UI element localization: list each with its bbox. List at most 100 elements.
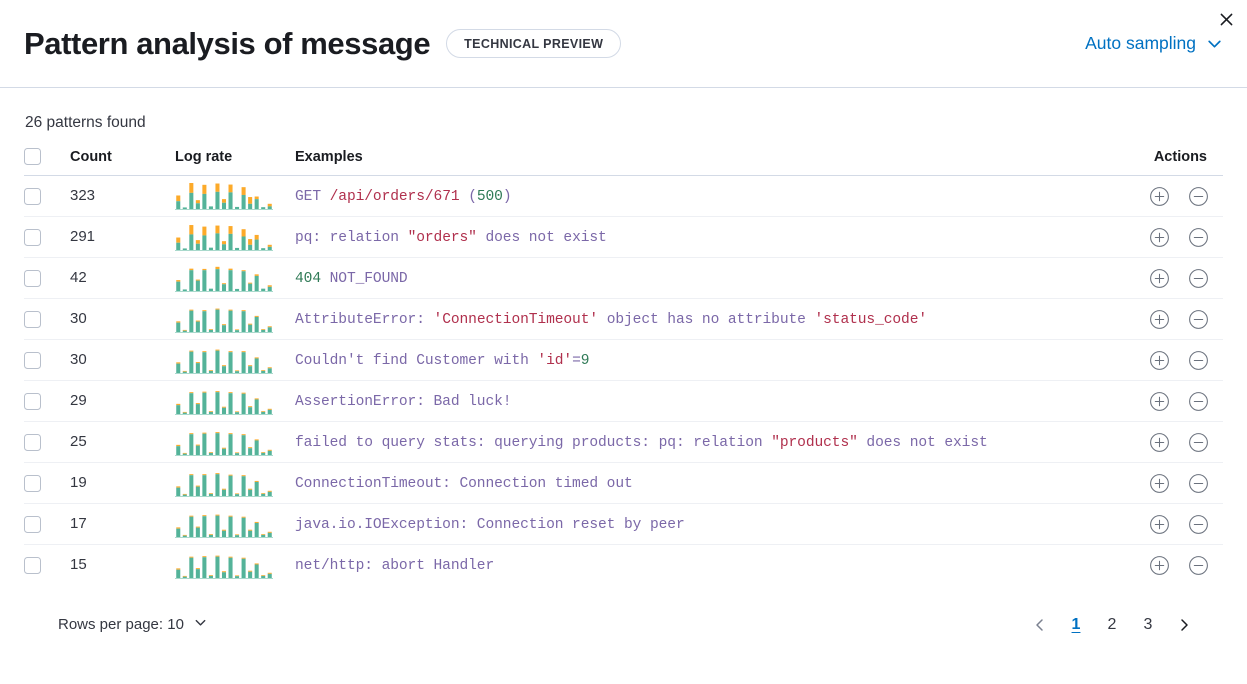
row-actions-cell [1113,176,1223,217]
row-select-cell [24,217,70,258]
select-all-checkbox[interactable] [24,148,41,165]
count-value: 29 [70,392,87,409]
row-actions-cell [1113,217,1223,258]
log-rate-sparkline [175,223,295,251]
row-actions-cell [1113,381,1223,422]
row-log-rate-cell [175,545,295,586]
pagination-page-2[interactable]: 2 [1107,615,1117,633]
row-actions-cell [1113,299,1223,340]
row-checkbox[interactable] [24,310,41,328]
minus-in-circle-icon[interactable] [1188,473,1209,494]
minus-in-circle-icon[interactable] [1188,309,1209,330]
example-token: /api/orders/671 [329,189,460,205]
row-checkbox[interactable] [24,228,41,246]
plus-in-circle-icon[interactable] [1149,309,1170,330]
example-token: failed to query stats: querying products… [295,435,772,451]
log-rate-sparkline [175,510,295,538]
select-all-header [24,148,70,176]
row-actions-cell [1113,340,1223,381]
example-token: java.io.IOException: Connection reset by… [295,517,685,533]
row-example-cell: AssertionError: Bad luck! [295,381,1113,422]
log-rate-sparkline [175,182,295,210]
log-rate-sparkline [175,428,295,456]
plus-in-circle-icon[interactable] [1149,268,1170,289]
row-select-cell [24,299,70,340]
row-select-cell [24,422,70,463]
minus-in-circle-icon[interactable] [1188,227,1209,248]
plus-in-circle-icon[interactable] [1149,555,1170,576]
table-row[interactable]: 29 AssertionError: Bad luck! [24,380,1223,422]
pagination-page-3[interactable]: 3 [1143,615,1153,633]
row-actions-cell [1113,504,1223,545]
example-text: failed to query stats: querying products… [295,435,988,451]
row-select-cell [24,463,70,504]
rows-per-page-selector[interactable]: Rows per page: 10 [48,615,208,634]
chevron-left-icon[interactable] [1025,610,1055,640]
row-example-cell: Couldn't find Customer with 'id'=9 [295,340,1113,381]
table-row[interactable]: 25 failed to query stats: querying produc… [24,421,1223,463]
row-count-cell: 25 [70,422,175,463]
row-actions-cell [1113,258,1223,299]
minus-in-circle-icon[interactable] [1188,555,1209,576]
row-checkbox[interactable] [24,269,41,287]
example-text: ConnectionTimeout: Connection timed out [295,476,633,492]
row-log-rate-cell [175,299,295,340]
example-token: 500 [476,189,503,205]
example-text: AttributeError: 'ConnectionTimeout' obje… [295,312,927,328]
panel-body: 26 patterns found Count Log rate Example… [0,88,1247,640]
pagination-page-1[interactable]: 1 [1071,615,1081,633]
example-token: AssertionError: Bad luck! [295,394,512,410]
minus-in-circle-icon[interactable] [1188,514,1209,535]
row-checkbox[interactable] [24,351,41,369]
row-actions-cell [1113,545,1223,586]
example-token: Couldn't find Customer with [295,353,538,369]
example-text: AssertionError: Bad luck! [295,394,512,410]
row-count-cell: 42 [70,258,175,299]
header-left-group: Pattern analysis of message TECHNICAL PR… [24,28,622,59]
row-example-cell: java.io.IOException: Connection reset by… [295,504,1113,545]
row-example-cell: AttributeError: 'ConnectionTimeout' obje… [295,299,1113,340]
close-icon[interactable] [1211,4,1241,34]
plus-in-circle-icon[interactable] [1149,432,1170,453]
auto-sampling-selector[interactable]: Auto sampling [1085,33,1223,54]
plus-in-circle-icon[interactable] [1149,473,1170,494]
plus-in-circle-icon[interactable] [1149,391,1170,412]
plus-in-circle-icon[interactable] [1149,227,1170,248]
row-checkbox[interactable] [24,474,41,492]
example-token [460,189,469,205]
minus-in-circle-icon[interactable] [1188,432,1209,453]
example-token: does not exist [857,435,988,451]
row-checkbox[interactable] [24,515,41,533]
count-value: 323 [70,187,96,204]
row-example-cell: pq: relation "orders" does not exist [295,217,1113,258]
log-rate-sparkline [175,346,295,374]
row-count-cell: 17 [70,504,175,545]
minus-in-circle-icon[interactable] [1188,350,1209,371]
example-token: "products" [771,435,858,451]
minus-in-circle-icon[interactable] [1188,186,1209,207]
row-checkbox[interactable] [24,433,41,451]
minus-in-circle-icon[interactable] [1188,391,1209,412]
chevron-right-icon[interactable] [1169,610,1199,640]
minus-in-circle-icon[interactable] [1188,268,1209,289]
row-checkbox[interactable] [24,392,41,410]
rows-per-page-label: Rows per page: 10 [58,616,184,633]
column-header-actions: Actions [1153,149,1207,165]
plus-in-circle-icon[interactable] [1149,514,1170,535]
example-token: 9 [580,353,590,369]
example-token: AttributeError: [295,312,434,328]
row-checkbox[interactable] [24,556,41,574]
row-checkbox[interactable] [24,187,41,205]
table-row[interactable]: 17 java.io.IOException: Connection reset … [24,503,1223,545]
plus-in-circle-icon[interactable] [1149,186,1170,207]
plus-in-circle-icon[interactable] [1149,350,1170,371]
row-count-cell: 323 [70,176,175,217]
